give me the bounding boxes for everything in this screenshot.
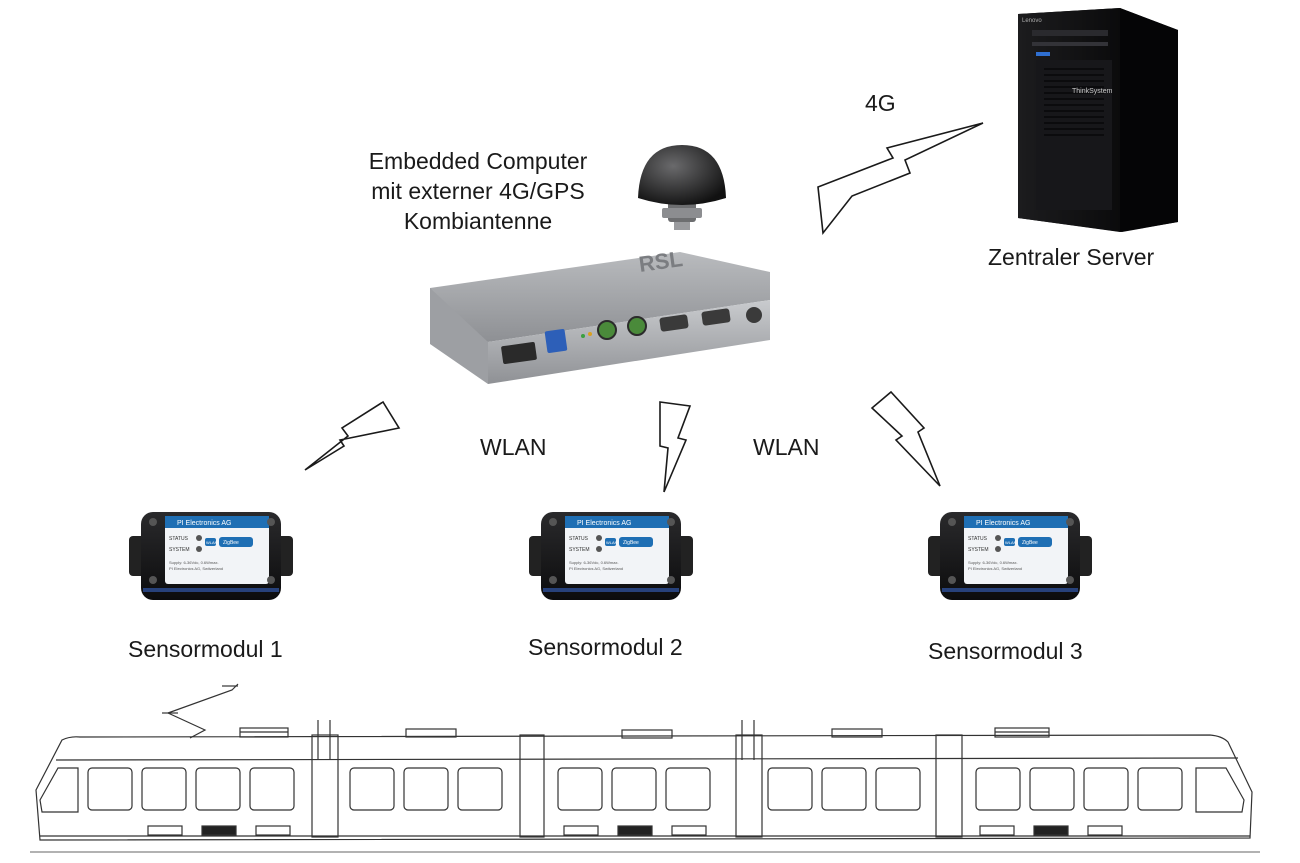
embedded-computer-label: Embedded Computer mit externer 4G/GPS Ko… — [318, 146, 638, 236]
sensor-3-label: Sensormodul 3 — [928, 638, 1083, 664]
module-badge-text: WLAN — [606, 540, 618, 545]
module-system-text: SYSTEM — [968, 547, 989, 553]
wlan-label-left: WLAN — [480, 434, 547, 460]
module-status-text: STATUS — [569, 536, 589, 542]
module-protocol-text: ZigBee — [223, 540, 239, 546]
lightning-icon-wlan-left — [304, 400, 401, 471]
module-supply-text: Supply: 6-36Vdc, 0.6Wmax. — [968, 560, 1018, 565]
server-label: Zentraler Server — [988, 244, 1155, 270]
module-system-text: SYSTEM — [169, 547, 190, 553]
sensor-module-icon-3: PI Electronics AG STATUS SYSTEM WLAN Zig… — [928, 512, 1092, 600]
sensor-module-icon-2: PI Electronics AG STATUS SYSTEM WLAN Zig… — [529, 512, 693, 600]
server-brand-text: ThinkSystem — [1072, 88, 1113, 95]
embedded-label-line-1: Embedded Computer — [368, 148, 588, 174]
module-supply-text: Supply: 6-36Vdc, 0.6Wmax. — [569, 560, 619, 565]
module-badge-text: WLAN — [206, 540, 218, 545]
embedded-computer-icon: RSL — [430, 246, 770, 384]
embedded-label-line-3: Kombiantenne — [403, 208, 553, 234]
module-status-text: STATUS — [968, 536, 988, 542]
lightning-icon-wlan-center — [659, 401, 692, 493]
link-4g-label: 4G — [865, 90, 896, 116]
module-protocol-text: ZigBee — [623, 540, 639, 546]
sensor-1-label: Sensormodul 1 — [128, 636, 283, 662]
module-maker-text: PI Electronics AG — [976, 520, 1030, 527]
antenna-icon — [638, 145, 726, 230]
server-tower-icon: ThinkSystem Lenovo — [1018, 8, 1178, 232]
module-origin-text: PI Electronics AG, Switzerland — [569, 566, 623, 571]
lightning-icon-4g — [817, 122, 984, 236]
module-maker-text: PI Electronics AG — [577, 520, 631, 527]
wlan-label-right: WLAN — [753, 434, 820, 460]
module-system-text: SYSTEM — [569, 547, 590, 553]
lightning-icon-wlan-right — [870, 390, 941, 487]
module-supply-text: Supply: 6-36Vdc, 0.6Wmax. — [169, 560, 219, 565]
sensor-2-label: Sensormodul 2 — [528, 634, 683, 660]
tram-icon — [30, 683, 1260, 853]
module-maker-text: PI Electronics AG — [177, 520, 231, 527]
module-protocol-text: ZigBee — [1022, 540, 1038, 546]
computer-brand-text: RSL — [637, 246, 684, 277]
server-maker-text: Lenovo — [1022, 18, 1042, 24]
module-origin-text: PI Electronics AG, Switzerland — [968, 566, 1022, 571]
embedded-label-line-2: mit externer 4G/GPS — [371, 178, 585, 204]
module-status-text: STATUS — [169, 536, 189, 542]
module-badge-text: WLAN — [1005, 540, 1017, 545]
sensor-module-icon-1: PI Electronics AG STATUS SYSTEM WLAN Zig… — [129, 512, 293, 600]
module-origin-text: PI Electronics AG, Switzerland — [169, 566, 223, 571]
